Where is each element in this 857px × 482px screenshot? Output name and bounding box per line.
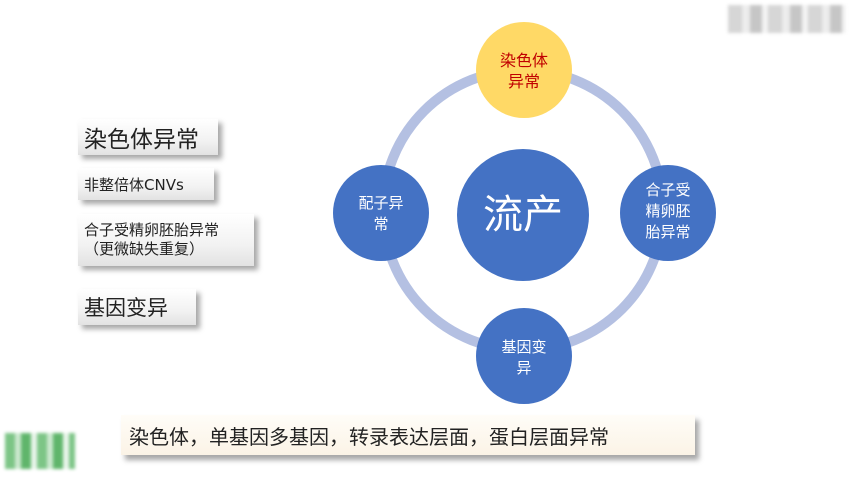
node-left-gamete xyxy=(333,165,429,261)
label-chromosome-text: 染色体异常 xyxy=(84,127,199,153)
node-bottom-line2: 异 xyxy=(516,359,531,377)
bottom-banner-text: 染色体，单基因多基因，转录表达层面，蛋白层面异常 xyxy=(129,424,609,449)
node-right-line2: 精卵胚 xyxy=(645,202,690,220)
node-right-embryo xyxy=(620,165,716,261)
node-bottom-gene xyxy=(476,308,572,404)
bottom-banner: 染色体，单基因多基因，转录表达层面，蛋白层面异常 xyxy=(121,415,695,455)
center-node-label: 流产 xyxy=(483,192,563,238)
label-embryo-line2: （更微缺失重复） xyxy=(84,240,205,258)
node-left-line2: 常 xyxy=(373,215,388,233)
node-left-line1: 配子异 xyxy=(358,194,403,212)
node-bottom-line1: 基因变 xyxy=(501,338,546,356)
label-gene-variant: 基因变异 xyxy=(78,289,196,325)
label-aneuploidy-cnv: 非整倍体CNVs xyxy=(78,168,214,200)
blurred-logo xyxy=(5,433,75,469)
blurred-watermark xyxy=(728,5,846,33)
node-right-line3: 胎异常 xyxy=(645,223,690,241)
label-chromosome-abnormality: 染色体异常 xyxy=(78,119,218,155)
label-cnv-text: 非整倍体CNVs xyxy=(84,175,184,194)
node-top-line2: 异常 xyxy=(508,72,540,91)
label-embryo-line1: 合子受精卵胚胎异常 xyxy=(84,221,220,239)
label-gene-text: 基因变异 xyxy=(84,296,168,320)
node-top-chromosome xyxy=(476,22,572,118)
center-node xyxy=(457,149,589,281)
label-embryo-abnormality: 合子受精卵胚胎异常 （更微缺失重复） xyxy=(78,214,254,266)
node-top-line1: 染色体 xyxy=(500,51,548,70)
node-right-line1: 合子受 xyxy=(645,181,690,199)
